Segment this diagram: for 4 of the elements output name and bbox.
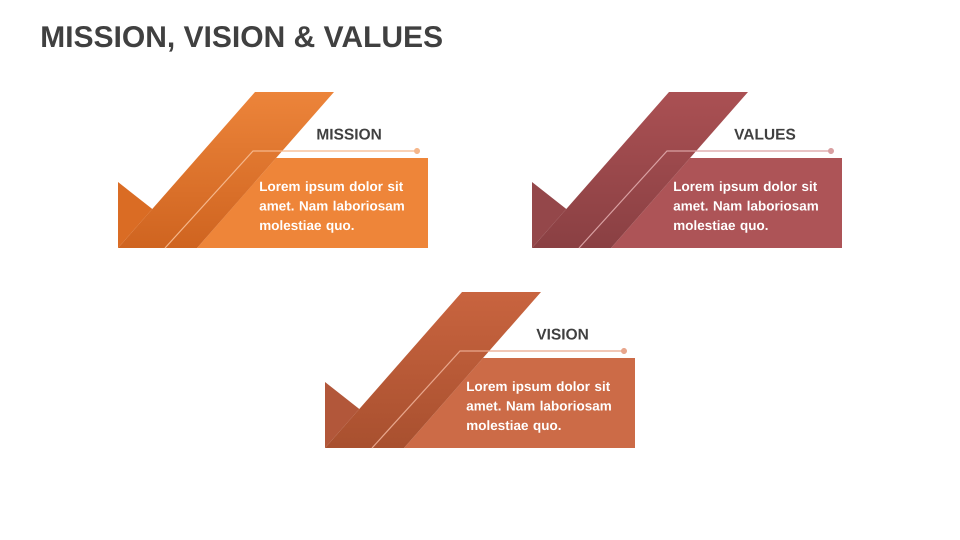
card-heading: MISSION (317, 128, 381, 140)
card-heading: VISION (536, 328, 588, 340)
card-heading: VALUES (734, 128, 796, 140)
slide-title: MISSION, VISION & VALUES (42, 26, 442, 52)
